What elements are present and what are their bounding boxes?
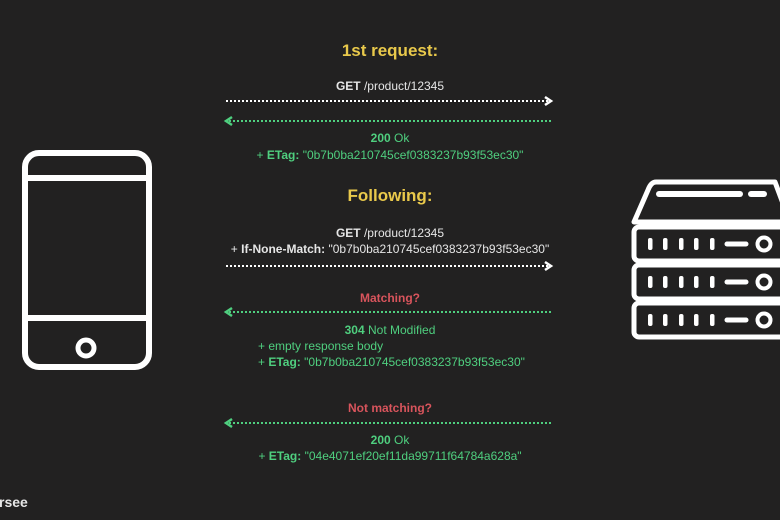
not-modified-etag: + ETag: "0b7b0ba210745cef0383237b93f53ec… [258,355,525,369]
first-response-etag: + ETag: "0b7b0ba210745cef0383237b93f53ec… [0,148,780,162]
etag-label: ETag: [268,355,301,369]
status-code: 200 [370,433,391,447]
new-content-etag: + ETag: "04e4071ef20ef11da99711f64784a62… [0,449,780,463]
method: GET [335,79,361,93]
server-led [710,314,715,326]
status-text: Ok [394,131,410,145]
status-code: 304 [344,323,365,337]
server-led [679,314,684,326]
path: /product/12345 [363,79,445,93]
prefix: + [230,242,238,256]
header-value: "0b7b0ba210745cef0383237b93f53ec30" [328,242,550,256]
server-led [679,238,684,250]
etag-value: "0b7b0ba210745cef0383237b93f53ec30" [302,148,524,162]
etag-value: "04e4071ef20ef11da99711f64784a628a" [304,449,522,463]
not-modified-arrow [223,306,551,318]
path: /product/12345 [363,226,445,240]
matching-label: Matching? [360,291,420,305]
if-none-match-header: + If-None-Match: "0b7b0ba210745cef038323… [0,242,780,256]
status-text: Not Modified [368,323,436,337]
server-indicators [648,235,773,329]
server-led [648,314,653,326]
new-content-arrow [223,417,551,429]
status-code: 200 [370,131,391,145]
response-arrow [223,115,551,127]
phone-icon [22,150,152,370]
etag-value: "0b7b0ba210745cef0383237b93f53ec30" [304,355,525,369]
new-content-status: 200 Ok [0,433,780,447]
server-led [694,314,699,326]
first-request-heading: 1st request: [341,41,439,60]
server-led [663,314,668,326]
server-led [710,276,715,288]
server-icon [631,179,780,340]
first-request-line: GET /product/12345 [0,79,780,93]
empty-body-note: + empty response body [258,339,384,353]
server-power-button [755,311,773,329]
brand-logo: rsee [0,494,28,510]
following-request-line: GET /product/12345 [0,226,780,240]
prefix: + [258,355,266,369]
etag-label: ETag: [268,449,302,463]
not-modified-status: 304 Not Modified [0,323,780,337]
server-power-button [755,235,773,253]
server-power-button [755,273,773,291]
server-led [648,276,653,288]
method: GET [335,226,361,240]
server-led [694,276,699,288]
prefix: + [258,449,266,463]
header-label: If-None-Match: [241,242,326,256]
server-led [663,276,668,288]
server-led [679,276,684,288]
server-led [710,238,715,250]
etag-label: ETag: [266,148,300,162]
status-text: Ok [394,433,410,447]
request-arrow [226,95,554,107]
prefix: + [256,148,264,162]
server-led [648,238,653,250]
not-matching-label: Not matching? [348,401,432,415]
server-led [663,238,668,250]
server-led [694,238,699,250]
conditional-request-arrow [226,260,554,272]
first-response-status: 200 Ok [0,131,780,145]
following-heading: Following: [347,186,433,205]
